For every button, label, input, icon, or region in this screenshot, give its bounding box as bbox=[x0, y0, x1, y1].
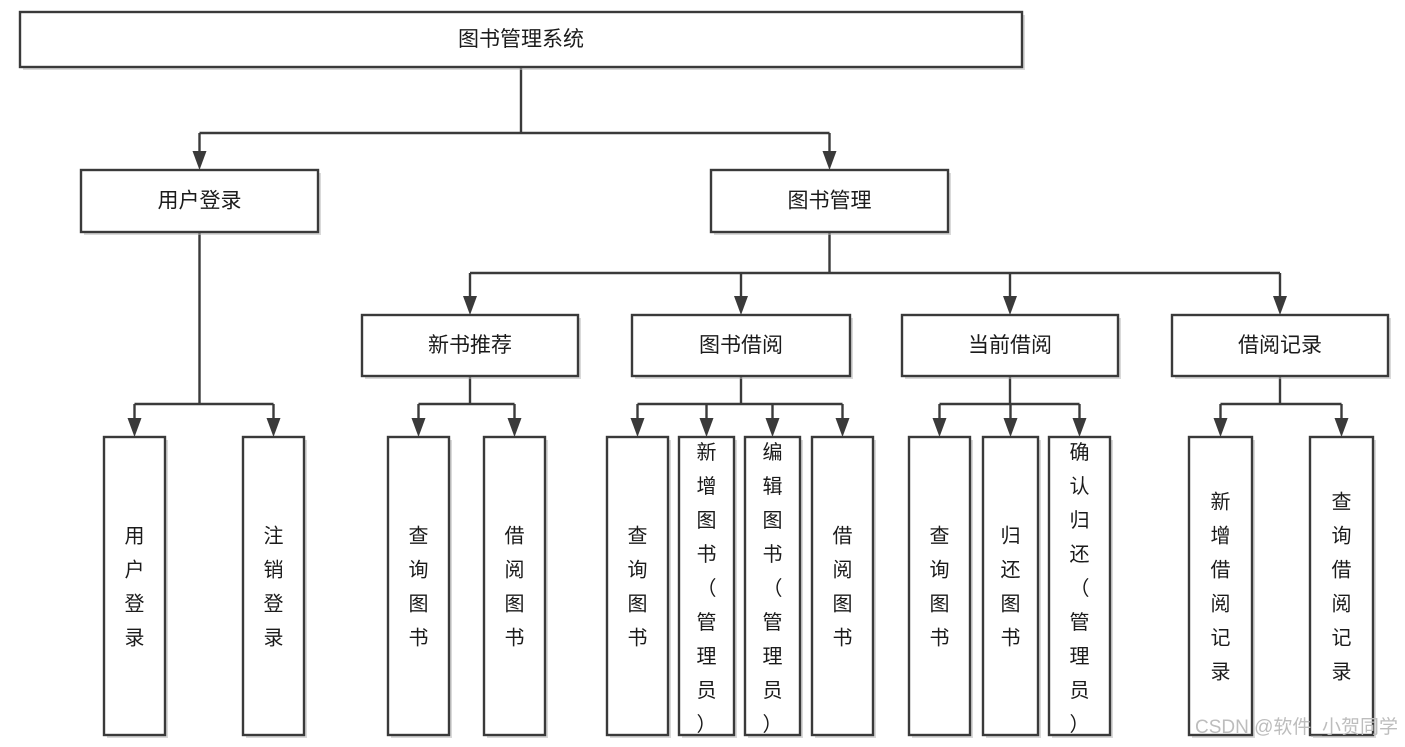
node-leaf-edit-book-box[interactable] bbox=[743, 435, 802, 737]
node-leaf-add-record-label: 新增借阅记录 bbox=[1211, 490, 1231, 683]
edge-borrow-record-to-leaf-query-record-arrowhead bbox=[1334, 418, 1349, 437]
node-user-login-label: 用户登录 bbox=[158, 190, 242, 213]
node-leaf-confirm-return-box[interactable] bbox=[1047, 435, 1112, 737]
node-leaf-user-login-box[interactable] bbox=[102, 435, 167, 737]
node-leaf-add-record-box[interactable] bbox=[1187, 435, 1254, 737]
edge-book-borrow-to-leaf-edit-book-arrowhead bbox=[765, 418, 780, 437]
node-leaf-edit-book-label: 编辑图书（管理员） bbox=[763, 441, 783, 736]
node-user-login-box[interactable] bbox=[79, 168, 320, 234]
node-book-manage-label: 图书管理 bbox=[788, 190, 872, 213]
node-leaf-query-book-1-box[interactable] bbox=[386, 435, 451, 737]
edge-borrow-record-to-leaf-add-record-arrowhead bbox=[1213, 418, 1228, 437]
edge-book-borrow-to-leaf-query-book-2-arrowhead bbox=[630, 418, 645, 437]
edges-layer bbox=[127, 67, 1349, 437]
node-leaf-borrow-book-1-label: 借阅图书 bbox=[505, 524, 525, 649]
edge-root-to-user-login-arrowhead bbox=[192, 151, 207, 170]
edge-new-book-recommend-to-leaf-query-book-1-arrowhead bbox=[411, 418, 426, 437]
edge-book-manage-to-borrow-record-arrowhead bbox=[1273, 296, 1287, 315]
node-current-borrow-label: 当前借阅 bbox=[968, 334, 1052, 357]
node-leaf-query-record-label: 查询借阅记录 bbox=[1332, 490, 1352, 683]
edge-new-book-recommend-to-leaf-borrow-book-1-arrowhead bbox=[507, 418, 522, 437]
node-leaf-logout-login-label: 注销登录 bbox=[264, 524, 284, 649]
node-leaf-return-book-label: 归还图书 bbox=[1001, 524, 1021, 649]
node-borrow-record-box[interactable] bbox=[1170, 313, 1390, 378]
node-leaf-query-record-box[interactable] bbox=[1308, 435, 1375, 737]
node-borrow-record-label: 借阅记录 bbox=[1238, 334, 1322, 357]
node-leaf-query-book-2-label: 查询图书 bbox=[628, 524, 648, 649]
node-leaf-confirm-return-label: 确认归还（管理员） bbox=[1070, 441, 1090, 736]
node-leaf-borrow-book-2-box[interactable] bbox=[810, 435, 875, 737]
edge-current-borrow-to-leaf-confirm-return-arrowhead bbox=[1072, 418, 1087, 437]
node-leaf-borrow-book-1-box[interactable] bbox=[482, 435, 547, 737]
edge-book-manage-to-current-borrow-arrowhead bbox=[1003, 296, 1017, 315]
edge-book-manage-to-new-book-recommend-arrowhead bbox=[463, 296, 477, 315]
node-leaf-logout-login-box[interactable] bbox=[241, 435, 306, 737]
edge-book-borrow-to-leaf-borrow-book-2-arrowhead bbox=[835, 418, 850, 437]
edge-current-borrow-to-leaf-query-book-3-arrowhead bbox=[932, 418, 947, 437]
node-new-book-recommend-label: 新书推荐 bbox=[428, 334, 512, 357]
node-leaf-add-book-label: 新增图书（管理员） bbox=[697, 441, 717, 736]
node-current-borrow-box[interactable] bbox=[900, 313, 1120, 378]
node-leaf-query-book-1-label: 查询图书 bbox=[409, 524, 429, 649]
node-leaf-return-book-box[interactable] bbox=[981, 435, 1040, 737]
node-new-book-recommend-box[interactable] bbox=[360, 313, 580, 378]
node-leaf-add-book-box[interactable] bbox=[677, 435, 736, 737]
node-leaf-user-login-label: 用户登录 bbox=[125, 525, 145, 649]
root-node-box[interactable] bbox=[18, 10, 1024, 69]
edge-user-login-to-leaf-user-login-arrowhead bbox=[127, 418, 142, 437]
node-leaf-query-book-3-label: 查询图书 bbox=[930, 524, 950, 649]
edge-book-borrow-to-leaf-add-book-arrowhead bbox=[699, 418, 714, 437]
csdn-watermark: CSDN @软件_小贺同学 bbox=[1195, 716, 1398, 738]
node-leaf-query-book-3-box[interactable] bbox=[907, 435, 972, 737]
node-book-borrow-label: 图书借阅 bbox=[699, 334, 783, 357]
edge-current-borrow-to-leaf-return-book-arrowhead bbox=[1003, 418, 1018, 437]
node-book-manage-box[interactable] bbox=[709, 168, 950, 234]
root-node-label: 图书管理系统 bbox=[458, 28, 584, 51]
node-leaf-borrow-book-2-label: 借阅图书 bbox=[833, 524, 853, 649]
node-book-borrow-box[interactable] bbox=[630, 313, 852, 378]
edge-user-login-to-leaf-logout-login-arrowhead bbox=[266, 418, 281, 437]
nodes-layer: 图书管理系统用户登录图书管理新书推荐图书借阅当前借阅借阅记录用户登录注销登录查询… bbox=[18, 10, 1391, 738]
node-leaf-query-book-2-box[interactable] bbox=[605, 435, 670, 737]
edge-root-to-book-manage-arrowhead bbox=[822, 151, 837, 170]
edge-book-manage-to-book-borrow-arrowhead bbox=[734, 296, 748, 315]
